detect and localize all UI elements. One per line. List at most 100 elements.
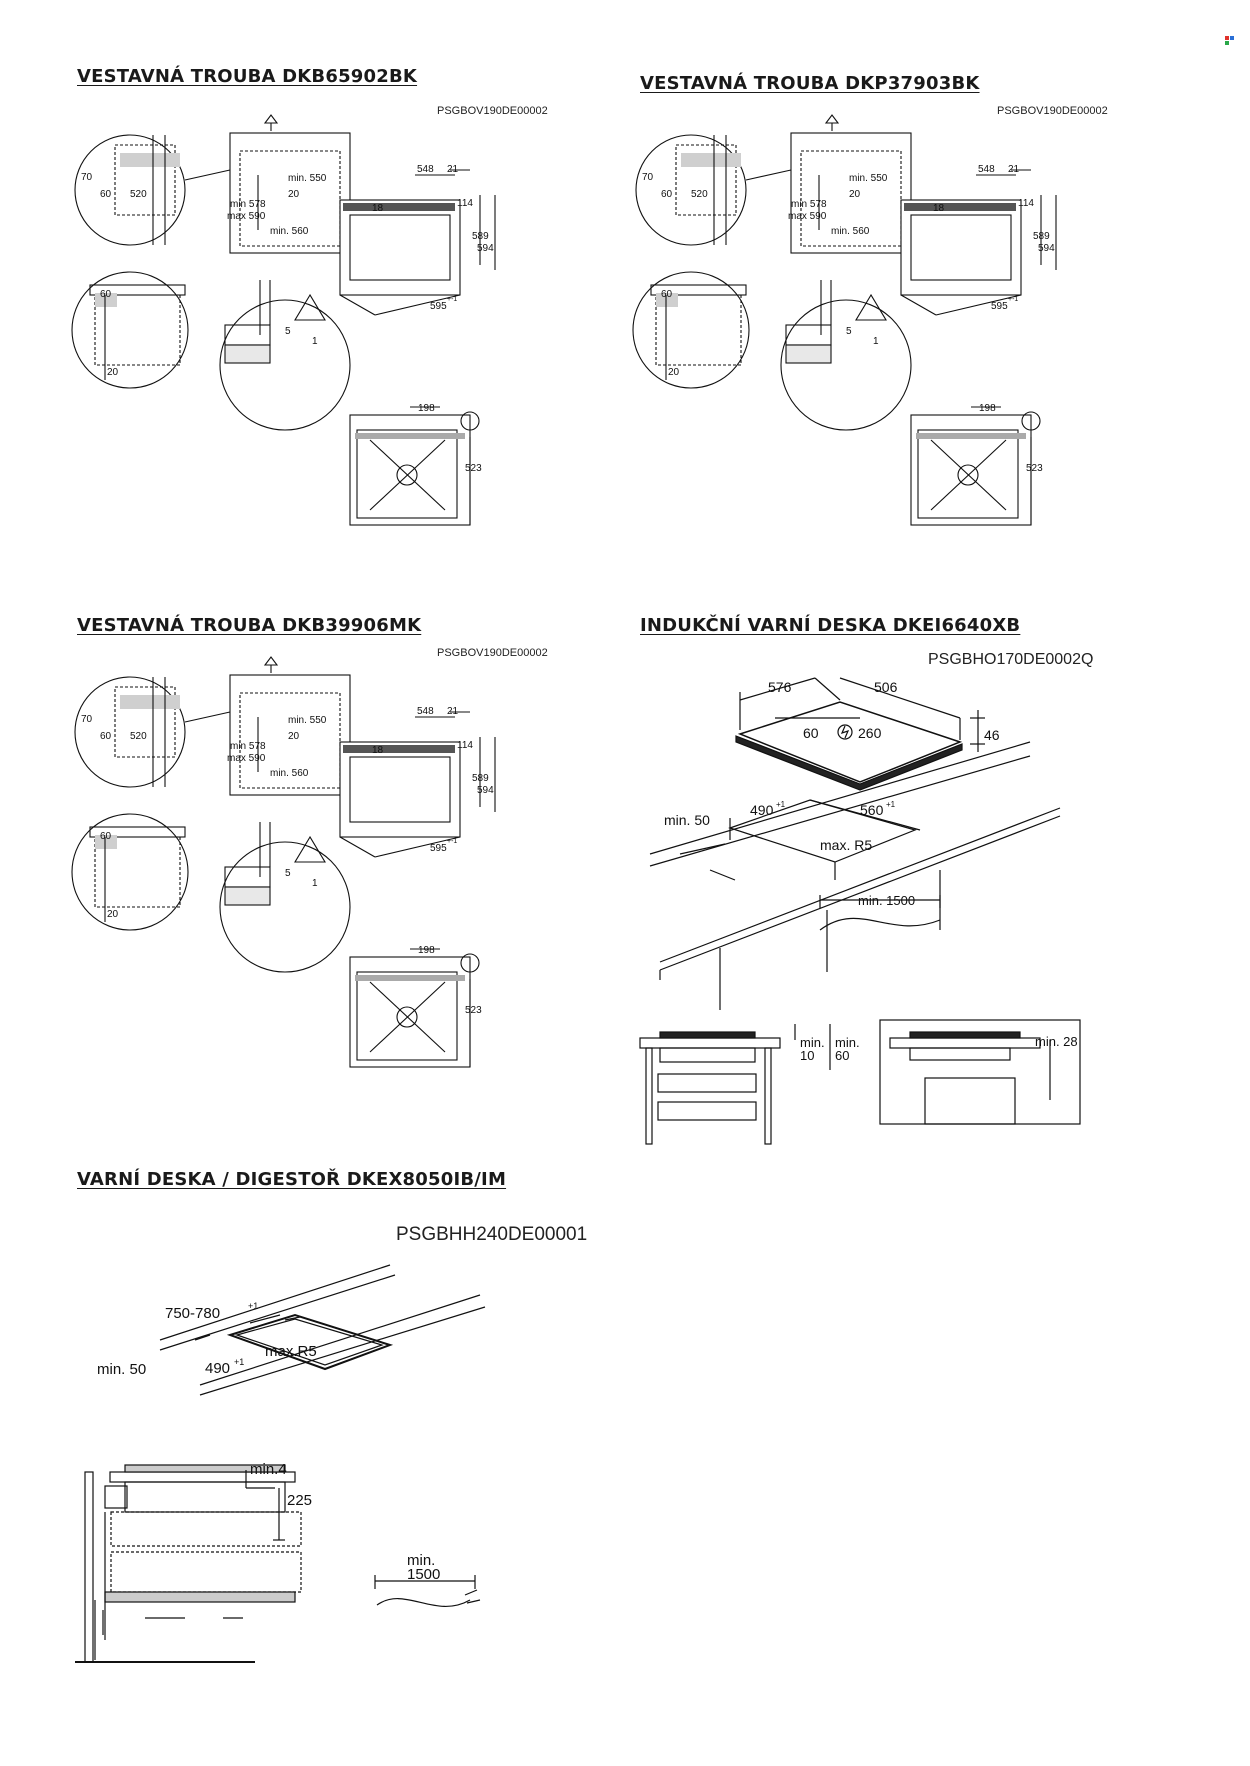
dim-198: 198	[418, 403, 435, 414]
dim-18: 18	[372, 203, 384, 214]
dim-min578: min 578	[230, 741, 266, 752]
dim-595-sup: +-1	[1008, 296, 1018, 303]
part-code: PSGBOV190DE00002	[437, 647, 548, 659]
corner-logo-icon	[1225, 36, 1234, 45]
dim-1: 1	[873, 336, 879, 347]
dim-750-780: 750-780	[165, 1305, 220, 1322]
oven-section-2: VESTAVNÁ TROUBA DKP37903BK PSGBOV190DE00…	[0, 0, 1250, 600]
induction-side-section-diagram: min. 10 min. 60 min. 28	[639, 1019, 1081, 1145]
dim-595-sup: +-1	[447, 296, 457, 303]
dim-490: 490	[750, 802, 774, 818]
hood-cutout-diagram: 750-780 +1 max.R5 min. 50 490 +1	[97, 1264, 486, 1396]
dim-260: 260	[858, 725, 882, 741]
dim-595-sup: +-1	[447, 838, 457, 845]
dim-min-60-a: min.	[835, 1035, 860, 1050]
dim-70: 70	[81, 172, 93, 183]
part-code: PSGBOV190DE00002	[437, 105, 548, 117]
dim-5: 5	[285, 868, 291, 879]
dim-225: 225	[287, 1492, 312, 1509]
dim-520: 520	[691, 189, 708, 200]
dim-min1500: min. 1500	[858, 893, 915, 908]
dim-490-sup: +1	[234, 1357, 244, 1367]
dim-560-sup: +1	[886, 800, 896, 809]
dim-20b: 20	[107, 909, 119, 920]
induction-hob-diagram: 576 506 60 260 46 min. 50 490 +1 560 +1 …	[649, 677, 1061, 1010]
dim-min50: min. 50	[97, 1361, 146, 1378]
dim-21: 21	[447, 164, 459, 175]
dim-max590: max 590	[788, 211, 827, 222]
dim-548: 548	[978, 164, 995, 175]
dim-595: 595	[430, 843, 447, 854]
dim-20b: 20	[107, 367, 119, 378]
dim-min550: min. 550	[288, 715, 327, 726]
section-title: VESTAVNÁ TROUBA DKB65902BK	[77, 66, 418, 87]
part-code: PSGBOV190DE00002	[997, 105, 1108, 117]
dim-589: 589	[472, 773, 489, 784]
dim-60: 60	[100, 189, 112, 200]
oven-section-1: VESTAVNÁ TROUBA DKB65902BK PSGBOV190DE00…	[0, 0, 620, 600]
dim-60: 60	[661, 189, 673, 200]
dim-594: 594	[477, 785, 494, 796]
dim-520: 520	[130, 189, 147, 200]
dim-595: 595	[991, 301, 1008, 312]
section-title: VARNÍ DESKA / DIGESTOŘ DKEX8050IB/IM	[77, 1169, 507, 1190]
section-title: VESTAVNÁ TROUBA DKB39906MK	[77, 615, 422, 636]
dim-min-10-a: min.	[800, 1035, 825, 1050]
dim-60b: 60	[100, 831, 112, 842]
dim-1: 1	[312, 878, 318, 889]
dim-max590: max 590	[227, 211, 266, 222]
section-title: VESTAVNÁ TROUBA DKP37903BK	[640, 73, 980, 94]
dim-523: 523	[465, 463, 482, 474]
dim-520: 520	[130, 731, 147, 742]
dim-min560: min. 560	[270, 226, 309, 237]
induction-section: INDUKČNÍ VARNÍ DESKA DKEI6640XB PSGBHO17…	[640, 615, 1093, 668]
dim-589: 589	[472, 231, 489, 242]
dim-5: 5	[285, 326, 291, 337]
dim-max-r5: max.R5	[265, 1343, 317, 1360]
section-title: INDUKČNÍ VARNÍ DESKA DKEI6640XB	[640, 615, 1021, 636]
dim-60: 60	[100, 731, 112, 742]
dim-20: 20	[288, 731, 300, 742]
dim-60: 60	[803, 725, 819, 741]
hood-cable-diagram: min. 1500	[374, 1552, 481, 1607]
dim-595: 595	[430, 301, 447, 312]
dim-21: 21	[447, 706, 459, 717]
dim-490-sup: +1	[776, 800, 786, 809]
dim-198: 198	[979, 403, 996, 414]
dim-548: 548	[417, 706, 434, 717]
dim-523: 523	[465, 1005, 482, 1016]
dim-min-10-b: 10	[800, 1048, 814, 1063]
dim-560: 560	[860, 802, 884, 818]
dim-594: 594	[477, 243, 494, 254]
dim-114: 114	[1018, 198, 1034, 209]
dim-1500: 1500	[407, 1566, 440, 1583]
dim-min578: min 578	[791, 199, 827, 210]
dim-20: 20	[288, 189, 300, 200]
hood-side-section-diagram: min.4 225	[75, 1461, 312, 1663]
oven-section-3: VESTAVNÁ TROUBA DKB39906MK PSGBOV190DE00…	[0, 0, 620, 1200]
dim-70: 70	[642, 172, 654, 183]
dim-594: 594	[1038, 243, 1055, 254]
dim-min-60-b: 60	[835, 1048, 849, 1063]
dim-20b: 20	[668, 367, 680, 378]
dim-min: min.	[407, 1552, 435, 1569]
part-code: PSGBHH240DE00001	[396, 1224, 588, 1245]
dim-198: 198	[418, 945, 435, 956]
dim-min560: min. 560	[270, 768, 309, 779]
dim-60b: 60	[100, 289, 112, 300]
dim-589: 589	[1033, 231, 1050, 242]
dim-max-r5: max. R5	[820, 837, 872, 853]
dim-46: 46	[984, 727, 1000, 743]
dim-750-780-sup: +1	[248, 1301, 258, 1311]
dim-min578: min 578	[230, 199, 266, 210]
dim-1: 1	[312, 336, 318, 347]
dim-min28: min. 28	[1035, 1034, 1078, 1049]
dim-min550: min. 550	[849, 173, 888, 184]
dim-min560: min. 560	[831, 226, 870, 237]
dim-min50: min. 50	[664, 812, 710, 828]
dim-506: 506	[874, 679, 898, 695]
